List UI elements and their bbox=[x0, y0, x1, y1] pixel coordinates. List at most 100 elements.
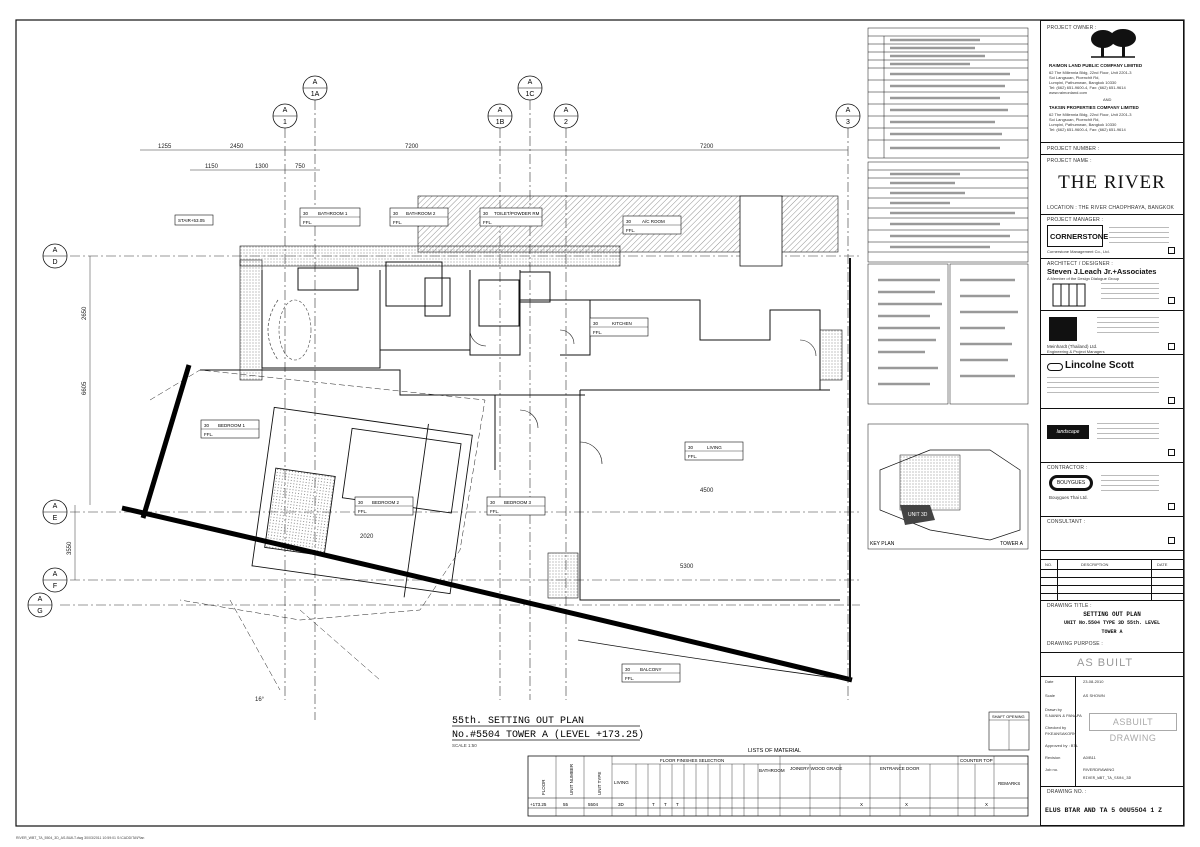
grid-bubble-3: A 3 bbox=[835, 103, 861, 129]
owner2-addr-2: Soi Langsuan, Ploenchit Rd, bbox=[1049, 117, 1100, 122]
rev-label: Revision bbox=[1045, 755, 1061, 760]
row-mark: T bbox=[676, 802, 679, 807]
file-path-footer: RIVER_WBT_TA_5504_3D_AS-BUILT.dwg 30/03/… bbox=[16, 836, 145, 840]
drawing-title-line1: 55th. SETTING OUT PLAN bbox=[452, 715, 584, 727]
dim-text: 2650 bbox=[82, 306, 88, 320]
pm-checkbox[interactable] bbox=[1168, 247, 1175, 254]
drawn-value: S.NANIN & PANAPA bbox=[1045, 713, 1082, 718]
pm-name: CORNERSTONE bbox=[1050, 232, 1109, 241]
room-name: BEDROOM 1 bbox=[218, 423, 246, 428]
dim-text: 3550 bbox=[67, 541, 73, 555]
contractor-label: CONTRACTOR : bbox=[1047, 465, 1088, 471]
struct-checkbox[interactable] bbox=[1168, 343, 1175, 350]
dim-text: 16° bbox=[255, 697, 265, 703]
room-name: LIVING bbox=[707, 445, 722, 450]
room-tag-bedroom-3: 30 BEDROOM 3 FFL. bbox=[486, 496, 546, 516]
owner2-addr-3: Lumpini, Pathumwan, Bangkok 10330 bbox=[1049, 122, 1117, 127]
structural-walls bbox=[239, 195, 843, 599]
room-tag-bathroom-2: 30 BATHROOM 2 FFL. bbox=[389, 207, 449, 227]
room-name: BATHROOM 1 bbox=[318, 211, 348, 216]
owner1-addr-3: Lumpini, Pathumwan, Bangkok 10330 bbox=[1049, 80, 1117, 85]
room-code: 30 bbox=[483, 211, 489, 216]
date-value: 23-08-2010 bbox=[1083, 679, 1104, 684]
arch-address-lines bbox=[1101, 283, 1159, 303]
as-built-stamp: ASBUILT DRAWING bbox=[1089, 713, 1177, 743]
balcony-edge bbox=[577, 639, 851, 681]
bubble-label: G bbox=[37, 608, 42, 615]
key-plan: UNIT 3D KEY PLAN TOWER A bbox=[870, 449, 1024, 547]
mep-checkbox[interactable] bbox=[1168, 397, 1175, 404]
room-code: 30 bbox=[393, 211, 399, 216]
grid-bubble-F: A F bbox=[42, 567, 68, 593]
bubble-top-text: A bbox=[846, 107, 851, 114]
door-swings bbox=[469, 329, 817, 465]
job-label: Job no. bbox=[1045, 767, 1059, 772]
bubble-top-text: A bbox=[313, 79, 318, 86]
row-level: +173.25 bbox=[530, 802, 547, 807]
room-tag-kitchen: 30 KITCHEN FFL. bbox=[589, 317, 649, 337]
arch-name: Steven J.Leach Jr.+Associates bbox=[1047, 267, 1157, 276]
project-owner-label: PROJECT OWNER : bbox=[1047, 25, 1097, 31]
stair-tag: STAIR+53.05 bbox=[174, 214, 214, 226]
contractor-cell: CONTRACTOR : BOUYGUES Bouygues Thai Ltd. bbox=[1041, 463, 1183, 517]
structural-cell: Meinhardt (Thailand) Ltd. Engineering & … bbox=[1041, 311, 1183, 355]
dwg-title-2: UNIT No.5504 TYPE 3D 55th. LEVEL bbox=[1063, 620, 1160, 626]
room-name: BEDROOM 3 bbox=[504, 500, 532, 505]
rotated-bedrooms bbox=[251, 406, 473, 598]
row-floor: 55 bbox=[563, 802, 569, 807]
col-living: LIVING bbox=[614, 780, 629, 785]
location-text: LOCATION : THE RIVER CHAOPHRAYA, BANGKOK bbox=[1047, 205, 1175, 211]
struct-sub: Engineering & Project Managers bbox=[1047, 349, 1105, 354]
arch-label: ARCHITECT / DESIGNER : bbox=[1047, 261, 1113, 267]
pm-address-lines bbox=[1109, 227, 1169, 247]
ffl-label: FFL. bbox=[358, 509, 367, 514]
and-text: AND bbox=[1103, 97, 1112, 102]
lincolne-logo-icon bbox=[1047, 363, 1063, 371]
land-checkbox[interactable] bbox=[1168, 449, 1175, 456]
rev-head-desc: DESCRIPTION bbox=[1081, 562, 1109, 567]
drawing-title-line2: No.#5504 TOWER A (LEVEL +173.25) bbox=[452, 729, 644, 741]
arch-checkbox[interactable] bbox=[1168, 297, 1175, 304]
room-tag-bathroom-1: 30 BATHROOM 1 FFL. bbox=[299, 207, 361, 227]
room-tag-balcony: 30 BALCONY FFL. bbox=[621, 663, 681, 683]
bubble-label: 1 bbox=[283, 119, 287, 126]
room-tag-living: 30 LIVING FFL. bbox=[684, 441, 744, 461]
drawing-scale: SCALE 1:50 bbox=[452, 743, 477, 748]
struct-name: Meinhardt (Thailand) Ltd. bbox=[1047, 344, 1098, 349]
bubble-top-text: A bbox=[564, 107, 569, 114]
grid-bubble-1C: A 1C bbox=[517, 75, 543, 101]
owner2-addr-4: Tel: (662) 651-9600-4, Fax: (662) 651-96… bbox=[1049, 127, 1126, 132]
ffl-label: FFL. bbox=[483, 220, 492, 225]
pm-label: PROJECT MANAGER : bbox=[1047, 217, 1104, 223]
legend-tables bbox=[867, 27, 1029, 550]
landscape-logo-icon: landscape bbox=[1047, 425, 1089, 439]
contractor-checkbox[interactable] bbox=[1168, 503, 1175, 510]
date-label: Date bbox=[1045, 679, 1054, 684]
room-code: 30 bbox=[358, 500, 364, 505]
bubble-label: F bbox=[53, 583, 57, 590]
consultant-label: CONSULTANT : bbox=[1047, 519, 1086, 525]
landscape-cell: landscape bbox=[1041, 409, 1183, 463]
bubble-label: 3 bbox=[846, 119, 850, 126]
room-name: BEDROOM 2 bbox=[372, 500, 400, 505]
room-name: KITCHEN bbox=[612, 321, 632, 326]
room-tags: 30 BATHROOM 1 FFL. 30 BATHROOM 2 FFL. 30… bbox=[174, 207, 744, 683]
file-value: RIVER_WBT_TA_5504_3D bbox=[1083, 777, 1132, 781]
title-block: PROJECT OWNER : RAIMON LAND PUBLIC COMPA… bbox=[1040, 20, 1184, 826]
dim-text: 7200 bbox=[700, 144, 714, 150]
dwg-title-1: SETTING OUT PLAN bbox=[1083, 611, 1141, 618]
bubble-top-text: A bbox=[38, 596, 43, 603]
owner1-addr-2: Soi Langsuan, Ploenchit Rd, bbox=[1049, 75, 1100, 80]
project-name-label: PROJECT NAME : bbox=[1047, 158, 1092, 164]
bubble-label: 2 bbox=[564, 119, 568, 126]
consultant-checkbox[interactable] bbox=[1168, 537, 1175, 544]
tree-logo-icon bbox=[1091, 29, 1136, 58]
approved-label: Approved by : BTL bbox=[1045, 743, 1079, 748]
ffl-label: FFL. bbox=[204, 432, 213, 437]
consultant-cell: CONSULTANT : bbox=[1041, 517, 1183, 551]
room-code: 30 bbox=[688, 445, 694, 450]
row-mark: X bbox=[985, 802, 988, 807]
architect-logo-icon bbox=[1052, 283, 1086, 307]
bubble-label: D bbox=[52, 259, 57, 266]
mep-name: Lincolne Scott bbox=[1065, 360, 1134, 371]
